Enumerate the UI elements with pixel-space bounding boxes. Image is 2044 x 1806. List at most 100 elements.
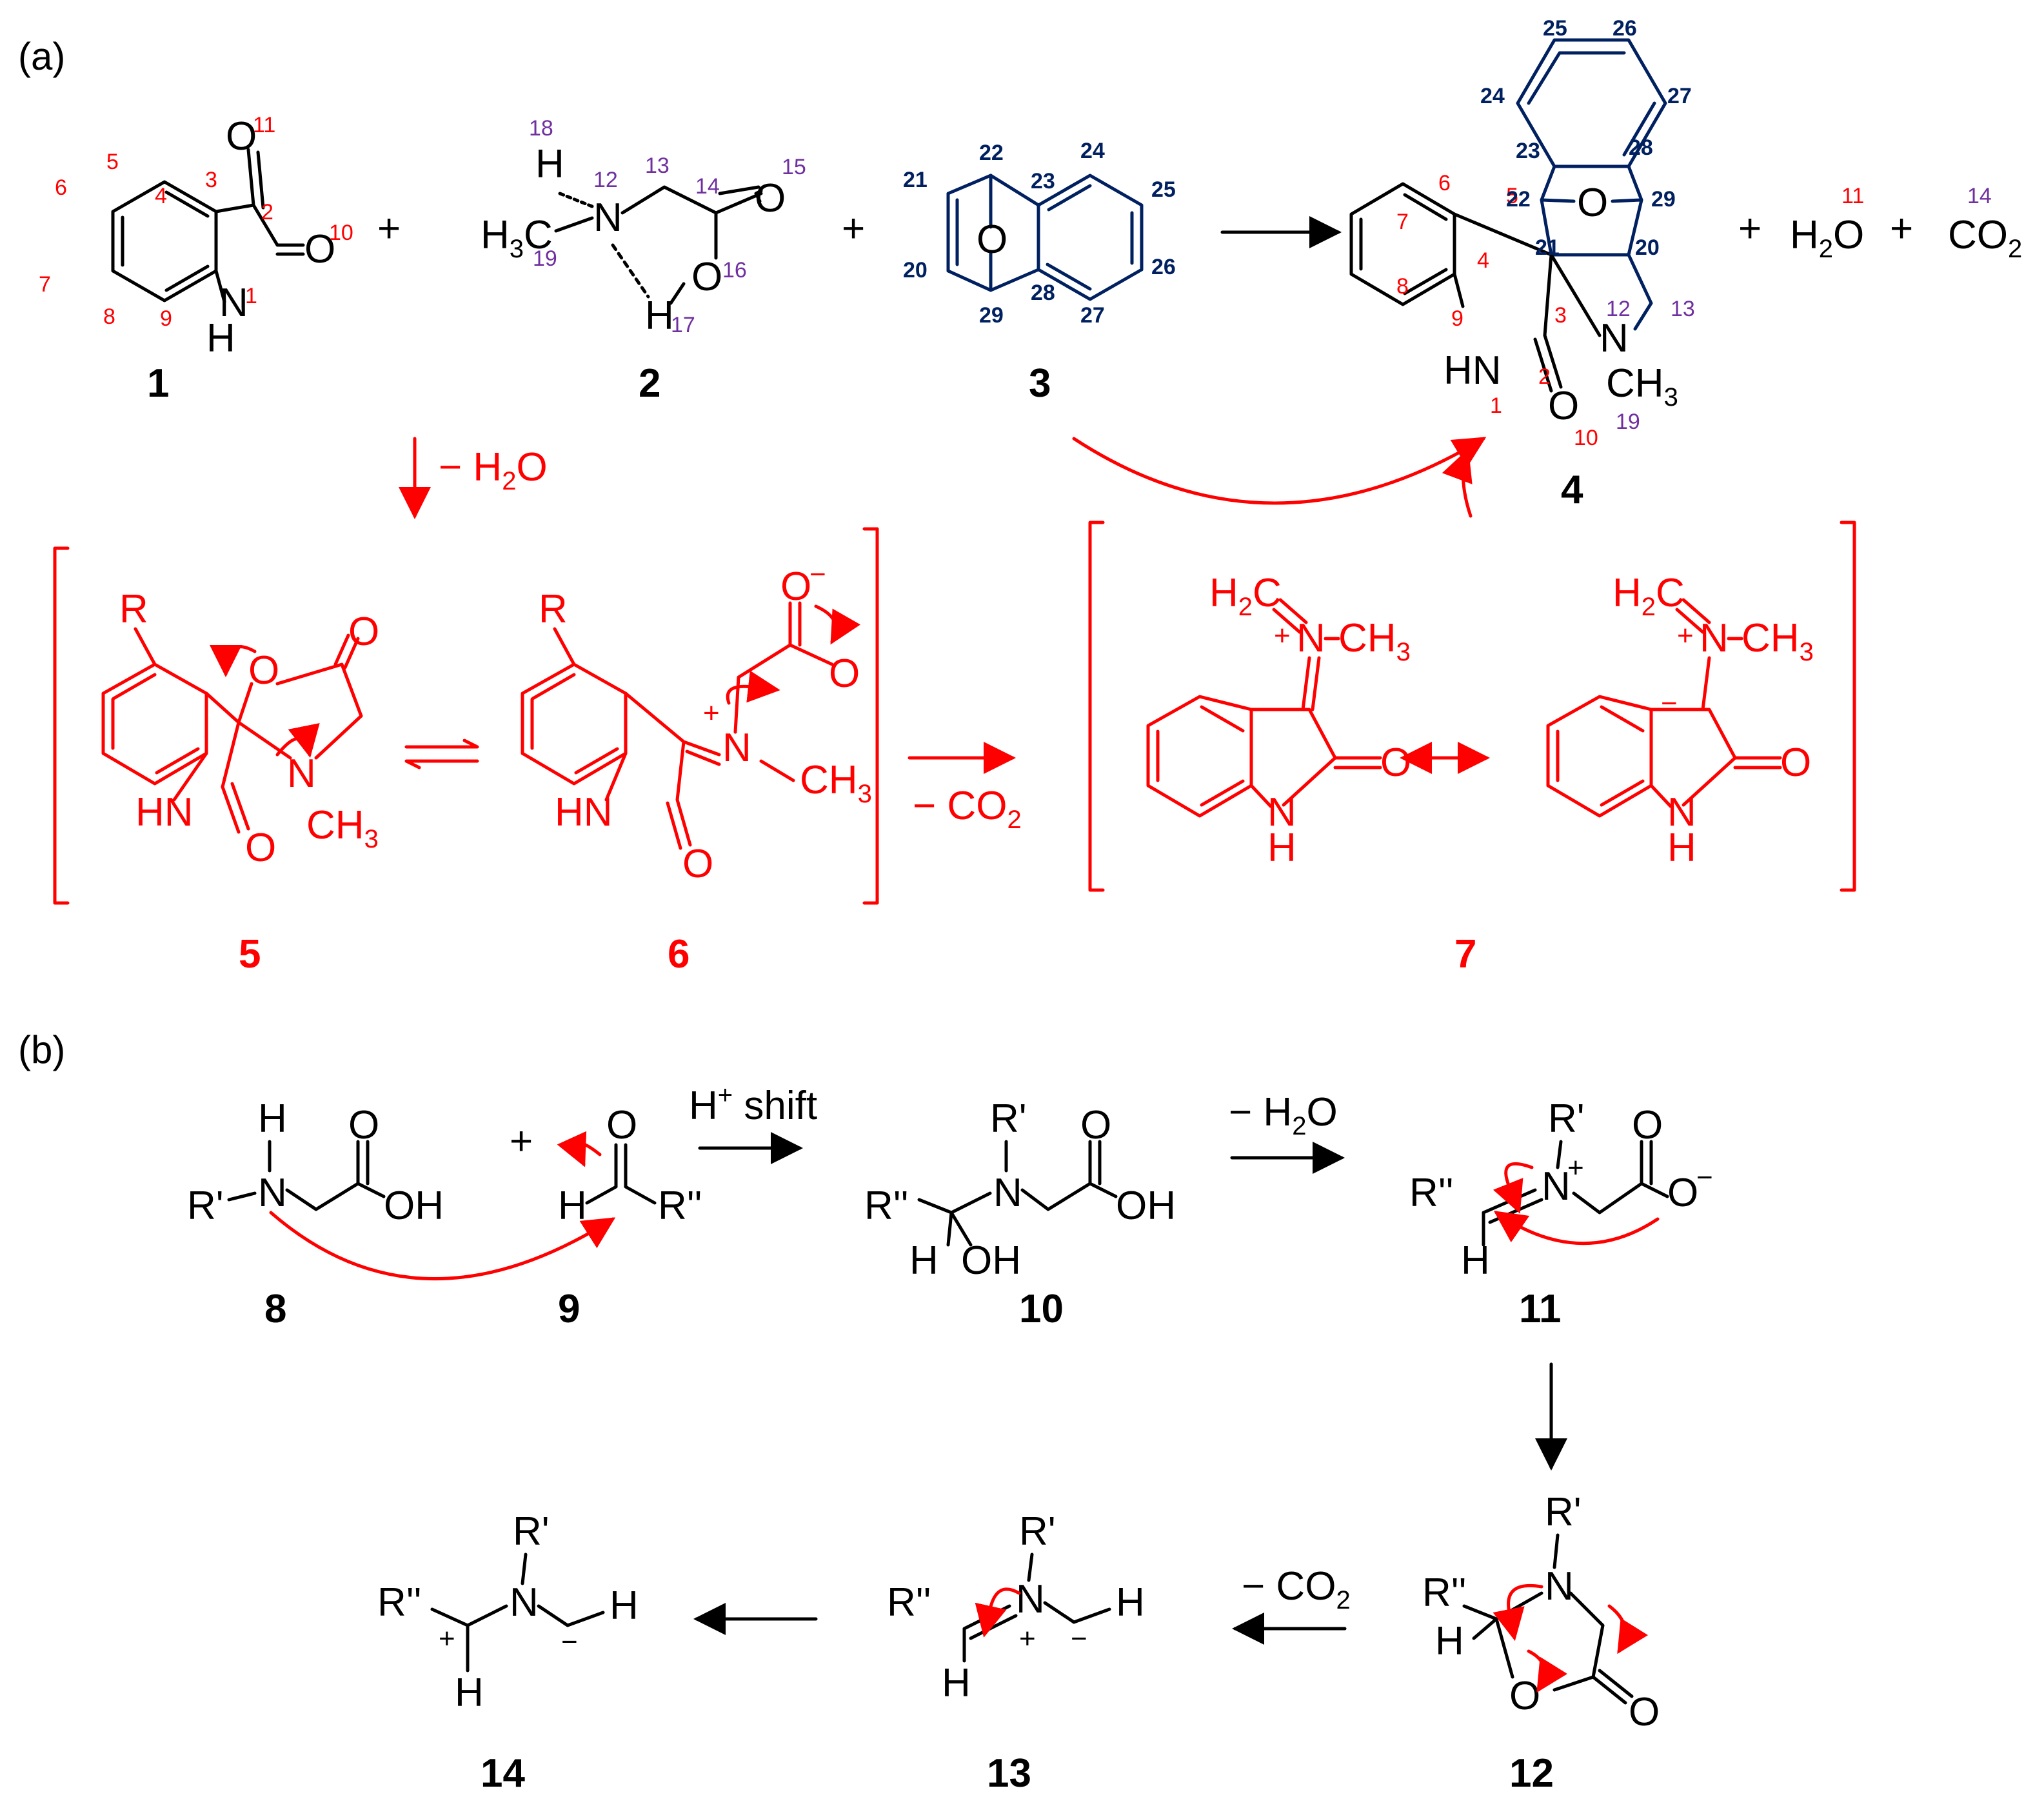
compound-label-8: 8 xyxy=(264,1287,286,1331)
reagent-minus-water: − H2O xyxy=(439,445,548,495)
mech-arrow-5b xyxy=(275,722,320,758)
atom-o11: O xyxy=(226,114,257,159)
atom-h2c-7b: H2C xyxy=(1612,571,1685,621)
num-19: 19 xyxy=(533,246,557,271)
compound-11-iminium-carboxylate: R' N + R'' H O O − 11 xyxy=(1409,1096,1713,1331)
num-4-8: 8 xyxy=(1396,274,1409,299)
atom-n-7a-ring: N xyxy=(1267,790,1296,835)
num-24: 24 xyxy=(1080,139,1105,163)
compound-label-14: 14 xyxy=(481,1751,525,1796)
atom-o5-carbonyl: O xyxy=(348,610,379,654)
num-29: 29 xyxy=(979,303,1004,328)
atom-h10: H xyxy=(909,1238,938,1283)
atom-ch3-7a: CH3 xyxy=(1338,616,1411,666)
atom-rpp11: R'' xyxy=(1409,1171,1453,1215)
arrow-7-to-4 xyxy=(1442,448,1473,518)
atom-minus13: − xyxy=(1071,1623,1087,1654)
compound-label-7: 7 xyxy=(1454,932,1476,977)
atom-rp14: R' xyxy=(513,1509,550,1554)
atom-n6: N xyxy=(722,726,751,770)
num-2: 2 xyxy=(261,200,273,224)
compound-label-11: 11 xyxy=(1519,1287,1562,1331)
compound-13-ylide-iminium: R' N + − R'' H H 13 xyxy=(887,1509,1145,1796)
atom-hn5: HN xyxy=(135,790,193,835)
num-4-2: 2 xyxy=(1538,364,1551,389)
num-8: 8 xyxy=(103,304,115,329)
compound-label-4: 4 xyxy=(1561,468,1583,512)
atom-rpp9: R'' xyxy=(658,1184,702,1228)
atom-h-7b-ring: H xyxy=(1667,826,1696,870)
num-4: 4 xyxy=(155,184,167,208)
compound-label-2: 2 xyxy=(639,361,660,406)
compound-5-oxazolidinone: R O O N HN O CH3 5 xyxy=(101,587,379,977)
atom-rpp13: R'' xyxy=(887,1580,931,1625)
atom-oh10-hemi: OH xyxy=(961,1238,1021,1283)
num-12: 12 xyxy=(593,168,618,192)
atom-o15: O xyxy=(755,176,786,221)
reagent-minus-water-b: − H2O xyxy=(1229,1090,1338,1140)
num-6: 6 xyxy=(55,175,67,200)
compound-6-iminium: R O − O N + CH3 HN O 6 xyxy=(521,559,872,977)
atom-plus-7b: + xyxy=(1677,620,1694,651)
atom-h17: H xyxy=(645,293,674,338)
compound-9-aldehyde: O H R'' 9 xyxy=(557,1103,702,1331)
num-4-4: 4 xyxy=(1477,248,1489,273)
atom-o12-carbonyl: O xyxy=(1629,1690,1660,1734)
atom-o8: O xyxy=(348,1103,379,1147)
compound-label-3: 3 xyxy=(1029,361,1051,406)
num-14: 14 xyxy=(695,174,720,199)
num-4-7: 7 xyxy=(1396,210,1409,234)
atom-o-bridge: O xyxy=(977,217,1007,262)
num-4-21: 21 xyxy=(1535,235,1560,260)
atom-n8: N xyxy=(258,1171,287,1215)
atom-n-7a: N xyxy=(1296,616,1325,660)
compound-2-sarcosine: H3C N H O O H 18 12 13 14 15 16 17 19 2 xyxy=(481,116,806,406)
mech-arrow-6a xyxy=(814,604,861,645)
atom-minus14: − xyxy=(561,1626,578,1658)
num-4-13: 13 xyxy=(1671,297,1695,321)
num-23: 23 xyxy=(1031,169,1055,194)
atom-n14: N xyxy=(510,1580,539,1625)
compound-label-13: 13 xyxy=(987,1751,1031,1796)
atom-h13b: H xyxy=(1116,1580,1145,1625)
atom-n13: N xyxy=(1016,1577,1045,1622)
num-18: 18 xyxy=(529,116,553,141)
equilibrium-arrow-forward xyxy=(404,739,479,749)
num-4-5: 5 xyxy=(1506,184,1518,208)
num-15: 15 xyxy=(782,155,806,179)
atom-ch3-7b: CH3 xyxy=(1741,616,1814,666)
atom-n1: N xyxy=(219,281,248,325)
num-4-25: 25 xyxy=(1543,16,1567,41)
atom-o6-lactam: O xyxy=(682,842,713,886)
atom-h11: H xyxy=(1461,1238,1490,1283)
num-4-27: 27 xyxy=(1667,84,1692,108)
arrow-3-to-4 xyxy=(1072,437,1487,505)
num-4-6: 6 xyxy=(1438,171,1451,195)
atom-h3c: H3C xyxy=(481,213,553,263)
compound-8-amino-acid: H N R' O OH 8 xyxy=(187,1096,444,1331)
plus-sign: + xyxy=(842,206,865,251)
atom-n10: N xyxy=(993,1171,1022,1215)
atom-nh1: HN xyxy=(1444,348,1502,393)
atom-o6-carbonyl: O xyxy=(829,651,860,696)
bracket-left-7 xyxy=(1088,521,1105,892)
byproduct-co2-num: 14 xyxy=(1967,184,1992,208)
atom-ch3-5: CH3 xyxy=(306,803,379,853)
num-4-23: 23 xyxy=(1516,139,1540,163)
num-4-3: 3 xyxy=(1554,303,1567,328)
num-4-22: 22 xyxy=(1506,187,1531,212)
bracket-right-5-6 xyxy=(862,527,879,905)
num-3: 3 xyxy=(205,168,217,192)
mech-arrow-13 xyxy=(975,1587,1021,1638)
atom-h8: H xyxy=(258,1096,287,1141)
num-28: 28 xyxy=(1031,281,1055,305)
atom-n-7b: N xyxy=(1700,616,1729,660)
atom-n12: N xyxy=(1545,1564,1574,1609)
atom-o10: O xyxy=(1080,1103,1111,1147)
num-27: 27 xyxy=(1080,303,1105,328)
atom-rpp10: R'' xyxy=(864,1184,908,1228)
mech-arrow-9 xyxy=(557,1131,602,1167)
atom-ominus6: O xyxy=(780,564,811,609)
atom-rpp14: R'' xyxy=(377,1580,421,1625)
